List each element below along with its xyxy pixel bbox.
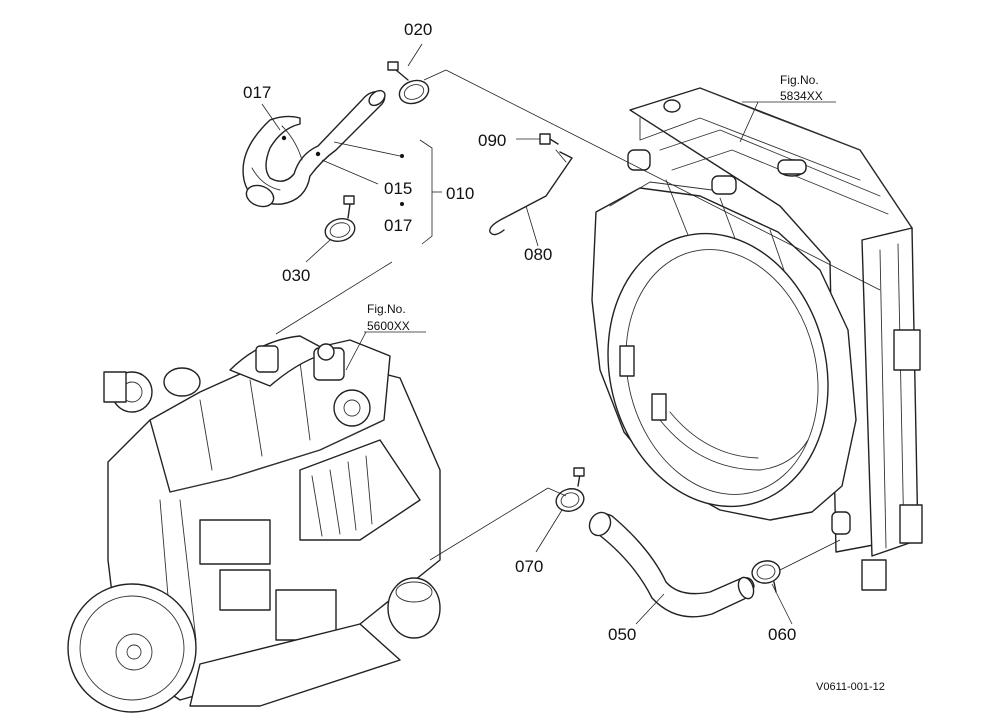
radiator-fig-label: Fig.No. <box>780 73 819 87</box>
engine-fig-label: Fig.No. <box>367 302 406 316</box>
callout-080: 080 <box>524 245 552 264</box>
overflow-pipe <box>489 149 573 236</box>
callout-060: 060 <box>768 625 796 644</box>
callout-050: 050 <box>608 625 636 644</box>
hose-clamp-060 <box>751 560 781 593</box>
engine-assembly <box>67 335 441 713</box>
upper-hose <box>242 89 386 208</box>
callout-010: 010 <box>446 184 474 203</box>
callout-015: 015 <box>384 179 412 198</box>
engine-fig-number: 5600XX <box>367 319 410 333</box>
leader-lines <box>261 43 881 625</box>
hose-clamp-070 <box>555 467 585 512</box>
callout-017-hose: 017 <box>243 83 271 102</box>
hose-clamp-030 <box>324 195 356 243</box>
bolt-090 <box>539 133 559 145</box>
hose-clamp-020 <box>387 61 430 105</box>
callout-090: 090 <box>478 131 506 150</box>
radiator-fig-number: 5834XX <box>780 89 823 103</box>
callout-020: 020 <box>404 20 432 39</box>
lower-hose <box>588 511 755 618</box>
callout-030: 030 <box>282 266 310 285</box>
radiator-assembly <box>591 87 923 591</box>
callout-017-set: 017 <box>384 216 412 235</box>
callout-070: 070 <box>515 557 543 576</box>
drawing-code: V0611-001-12 <box>816 681 885 693</box>
